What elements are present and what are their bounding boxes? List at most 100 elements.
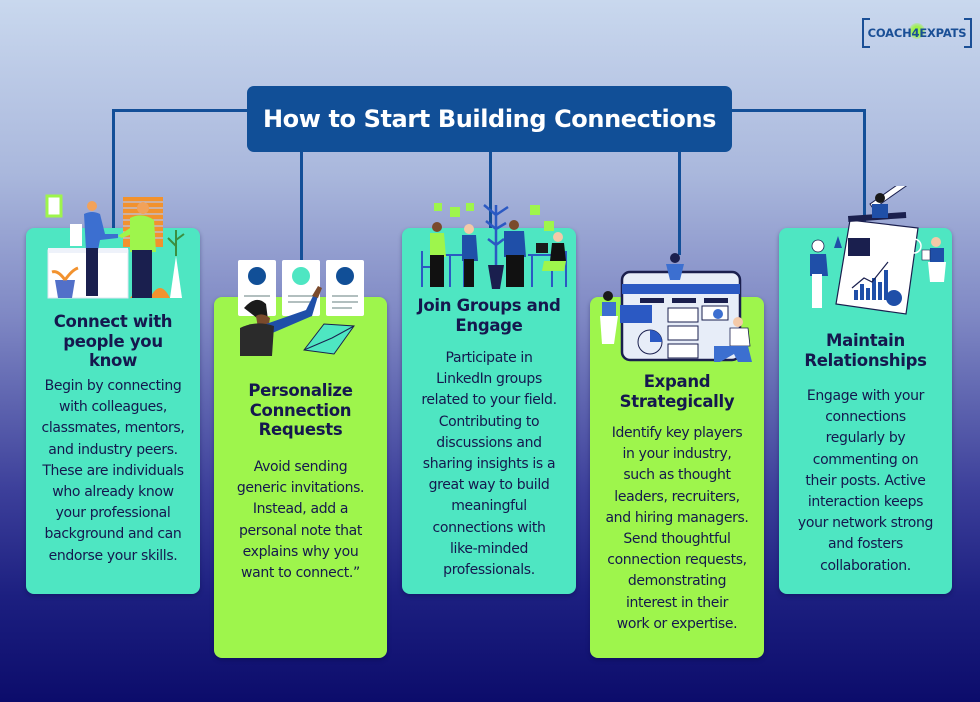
profile-card-1 [238,260,276,316]
card-title: Maintain Relationships [779,331,952,370]
page-title: How to Start Building Connections [247,86,732,152]
profile-card-3 [326,260,364,316]
person-green-icon [430,222,446,287]
text-line: Maintain [826,331,905,350]
clipboard-icon [921,249,931,261]
person-kneeling-icon [713,309,752,362]
logo-text-right: EXPATS [919,26,967,40]
text-line: Send thoughtful [623,531,731,548]
laptop-icon [536,243,548,253]
card-personalize-requests: Personalize Connection Requests Avoid se… [214,297,387,658]
picture-frame-icon [45,194,63,218]
text-line: interaction keeps [807,494,924,511]
text-line: Connect with [53,312,173,331]
text-line: LinkedIn groups [436,371,542,388]
text-line: Instead, add a [252,501,349,518]
connector-line-card3 [489,150,492,230]
bar-chart-icon [854,270,888,300]
connector-line-card4 [678,150,681,255]
text-line: Avoid sending [253,459,348,475]
clock-icon [906,238,922,254]
text-line: work or expertise. [616,615,738,632]
person-green-shirt-icon [118,202,156,298]
connector-line-card2 [300,150,303,260]
floating-square-icon [434,203,442,211]
text-line: your professional [55,505,171,522]
person-clipboard-icon [921,237,946,282]
text-line: commenting on [812,451,919,468]
card-title: Join Groups and Engage [402,296,576,335]
text-line: Requests [258,420,343,439]
text-line: These are individuals [42,462,184,479]
text-line: and hiring managers. [605,509,749,526]
text-line: like-minded [450,540,528,557]
vase-plant-icon [167,230,185,298]
text-line: your network strong [797,515,934,532]
card-title: Personalize Connection Requests [214,381,387,440]
text-line: Expand [643,372,711,391]
text-line: Begin by connecting [44,378,182,394]
person-tie-icon [504,220,526,287]
text-line: know [88,351,138,370]
envelope-icon [303,323,355,355]
text-line: Relationships [804,350,927,370]
card-title: Connect with people you know [26,312,200,371]
potted-plant-icon [483,204,509,289]
text-line: with colleagues, [59,399,167,416]
text-line: professionals. [443,562,535,579]
text-line: demonstrating [627,573,727,590]
text-line: interest in their [625,594,729,611]
report-sheet [835,219,919,315]
dashboard-header-bar [622,284,740,294]
text-line: meaningful [451,498,527,515]
floating-square-icon [530,205,540,215]
text-line: Personalize [248,381,353,400]
text-line: related to your field. [421,392,557,409]
person-reaching-icon [240,286,322,356]
text-line: collaboration. [820,557,911,574]
text-line: great way to build [428,477,550,494]
text-line: their posts. Active [805,472,926,489]
text-line: such as thought [623,467,731,484]
text-line: want to connect.” [241,565,360,582]
connector-line-left-horizontal [112,109,252,112]
logo-bracket-right [964,18,972,48]
text-line: endorse your skills. [48,547,178,564]
connector-line-right-vertical [863,109,866,234]
text-line: Identify key players [611,425,743,441]
text-line: explains why you [242,543,359,560]
text-line: and fosters [828,536,903,553]
person-top-icon [666,253,684,280]
card-body: Avoid sending generic invitations. Instead… [218,457,383,584]
person-rocket-icon [810,236,842,308]
dashboard-team-illustration [600,253,752,362]
profile-cards-envelope-illustration [238,260,364,356]
text-line: Contributing to [438,413,540,430]
floating-square-icon [450,207,460,217]
growth-chart-team-illustration [810,186,946,315]
person-blue-shirt-icon [84,201,118,296]
text-line: connections with [432,519,546,536]
text-line: generic invitations. [236,480,365,497]
text-line: and industry peers. [48,441,178,458]
card-title: Expand Strategically [590,372,764,411]
group-networking-illustration [421,203,567,289]
card-body: Begin by connecting with colleagues, class… [30,376,196,567]
logo-bracket-left [862,18,870,48]
text-line: connection requests, [607,552,747,569]
text-line: classmates, mentors, [41,420,185,437]
text-line: leaders, recruiters, [614,488,740,505]
report-image-icon [848,238,870,256]
plant-pot-icon [55,280,75,298]
floating-square-icon [466,203,474,211]
handshake-office-illustration [45,194,185,299]
text-line: background and can [44,526,182,543]
pie-chart-icon [886,290,902,306]
dashboard-blue-panel [620,305,652,323]
text-line: sharing insights is a [422,456,556,473]
text-line: discussions and [436,434,542,451]
logo-text-left: COACH [867,26,912,40]
